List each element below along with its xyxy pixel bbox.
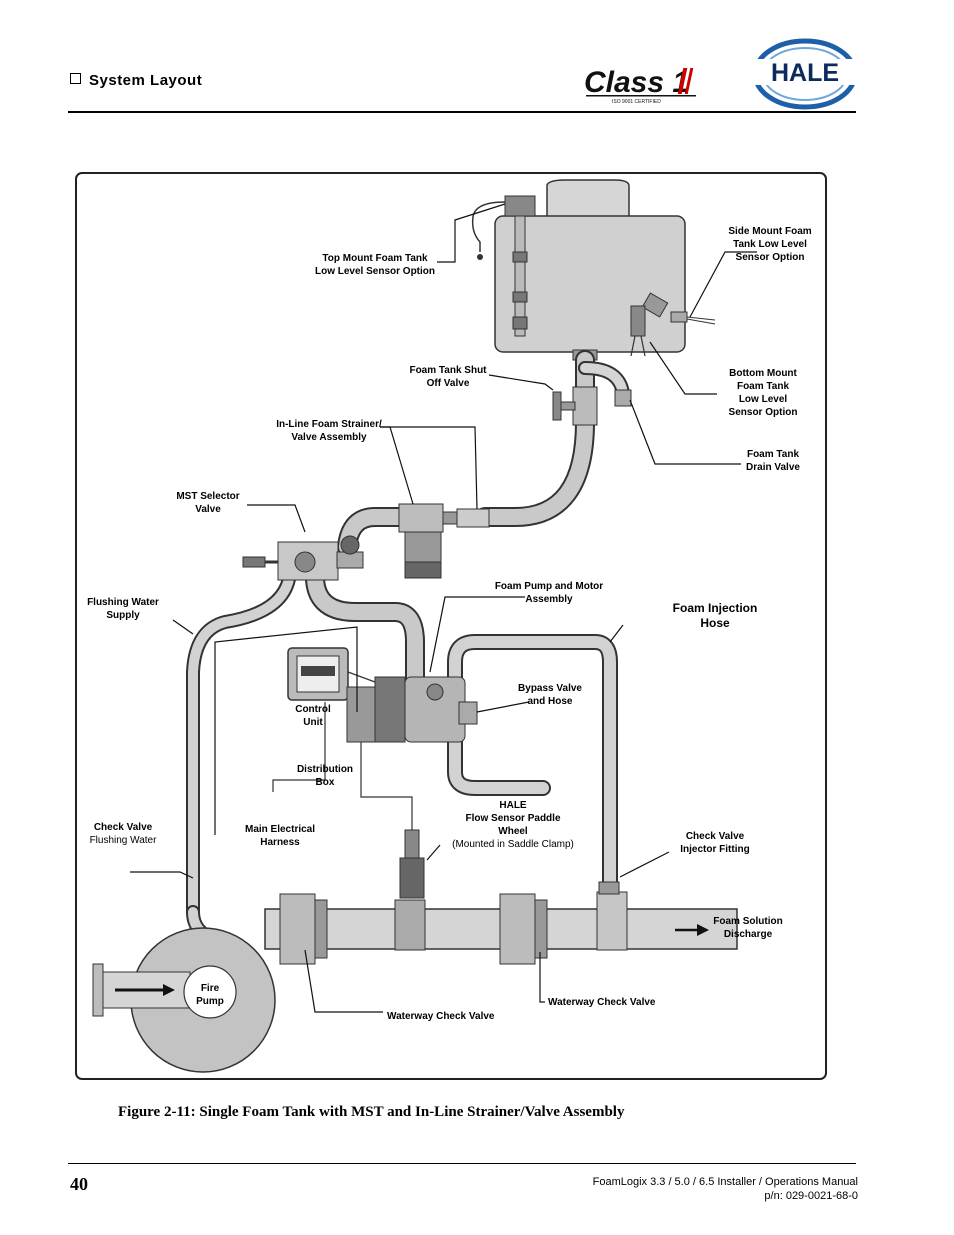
label-bottom-mount-4: Sensor Option <box>729 407 798 418</box>
label-bypass-2: and Hose <box>527 696 572 707</box>
hale-logo-text: HALE <box>771 59 839 87</box>
bottom-mount-sensor <box>630 305 646 357</box>
checkbox-bullet-icon <box>70 73 81 84</box>
side-mount-sensor <box>641 292 716 325</box>
label-injection-hose-2: Hose <box>700 616 730 630</box>
label-waterway-left: Waterway Check Valve <box>387 1011 495 1022</box>
control-unit <box>287 647 349 701</box>
foam-pump-motor <box>374 676 478 743</box>
page-header: System Layout Class 1 ISO 9001 CERTIFIED… <box>0 0 954 120</box>
label-harness-1: Main Electrical <box>245 824 315 835</box>
label-side-mount-1: Side Mount Foam <box>728 226 811 237</box>
label-side-mount-2: Tank Low Level <box>733 239 807 250</box>
system-layout-diagram: Top Mount Foam Tank Low Level Sensor Opt… <box>75 172 827 1080</box>
label-flow-sensor-2: Flow Sensor Paddle <box>465 813 560 824</box>
class1-logo-text: Class 1 <box>584 66 689 99</box>
label-check-valve-flush-sub: Flushing Water <box>90 835 158 846</box>
label-pump-motor-2: Assembly <box>525 594 573 605</box>
hose-network <box>186 350 630 947</box>
part-number: p/n: 029-0021-68-0 <box>764 1190 858 1202</box>
label-fire-pump-2: Pump <box>196 996 224 1007</box>
label-bypass-1: Bypass Valve <box>518 683 582 694</box>
drain-valve <box>614 389 632 407</box>
leader-lines <box>130 203 757 1013</box>
strainer-assembly <box>398 503 490 579</box>
diagram-labels: Top Mount Foam Tank Low Level Sensor Opt… <box>87 226 812 1022</box>
label-strainer-1: In-Line Foam Strainer/ <box>276 419 382 430</box>
label-mst-2: Valve <box>195 504 221 515</box>
label-pump-motor-1: Foam Pump and Motor <box>495 581 603 592</box>
label-bottom-mount-3: Low Level <box>739 394 788 405</box>
label-drain-valve-1: Foam Tank <box>747 449 799 460</box>
mst-selector-valve <box>242 535 364 581</box>
top-mount-sensor <box>471 195 536 337</box>
figure-caption: Figure 2-11: Single Foam Tank with MST a… <box>118 1104 625 1120</box>
label-check-valve-flush-title: Check Valve <box>94 822 153 833</box>
label-check-injector-2: Injector Fitting <box>680 844 749 855</box>
label-distribution-box-1: Distribution <box>297 764 353 775</box>
label-flow-sensor-1: HALE <box>499 800 527 811</box>
label-harness-2: Harness <box>260 837 300 848</box>
label-distribution-box-2: Box <box>316 777 335 788</box>
label-mst-1: MST Selector <box>176 491 239 502</box>
label-flushing-supply-2: Supply <box>106 610 140 621</box>
header-rule <box>68 111 856 113</box>
hale-logo: HALE <box>752 38 858 110</box>
shut-off-valve <box>552 386 598 426</box>
flow-sensor <box>399 829 425 899</box>
label-waterway-right: Waterway Check Valve <box>548 997 656 1008</box>
page-number: 40 <box>70 1174 88 1194</box>
label-shut-off-2: Off Valve <box>427 378 470 389</box>
footer-info: FoamLogix 3.3 / 5.0 / 6.5 Installer / Op… <box>593 1175 858 1203</box>
class1-logo-subtext: ISO 9001 CERTIFIED <box>612 99 661 105</box>
fire-pump <box>92 927 276 1073</box>
distribution-box <box>346 686 376 743</box>
label-injection-hose-1: Foam Injection <box>673 601 758 615</box>
class1-logo: Class 1 ISO 9001 CERTIFIED <box>584 66 696 105</box>
label-bottom-mount-1: Bottom Mount <box>729 368 797 379</box>
label-discharge-2: Discharge <box>724 929 773 940</box>
label-flow-sensor-3: Wheel <box>498 826 528 837</box>
label-discharge-1: Foam Solution <box>713 916 782 927</box>
label-control-unit-1: Control <box>295 704 331 715</box>
label-fire-pump-1: Fire <box>201 983 220 994</box>
manual-title: FoamLogix 3.3 / 5.0 / 6.5 Installer / Op… <box>592 1176 858 1188</box>
footer-rule <box>68 1163 856 1164</box>
label-top-mount-2: Low Level Sensor Option <box>315 266 435 277</box>
waterway-pipe <box>264 881 738 965</box>
label-drain-valve-2: Drain Valve <box>746 462 800 473</box>
electrical-harness <box>272 671 413 832</box>
section-title-text: System Layout <box>89 72 203 89</box>
label-bottom-mount-2: Foam Tank <box>737 381 789 392</box>
label-side-mount-3: Sensor Option <box>736 252 805 263</box>
label-flushing-supply-1: Flushing Water <box>87 597 159 608</box>
section-title: System Layout <box>70 72 202 89</box>
label-flow-sensor-note: (Mounted in Saddle Clamp) <box>452 839 574 850</box>
label-shut-off-1: Foam Tank Shut <box>409 365 487 376</box>
label-top-mount-1: Top Mount Foam Tank <box>322 253 428 264</box>
label-control-unit-2: Unit <box>303 717 323 728</box>
label-check-injector-1: Check Valve <box>686 831 745 842</box>
label-strainer-2: Valve Assembly <box>291 432 367 443</box>
